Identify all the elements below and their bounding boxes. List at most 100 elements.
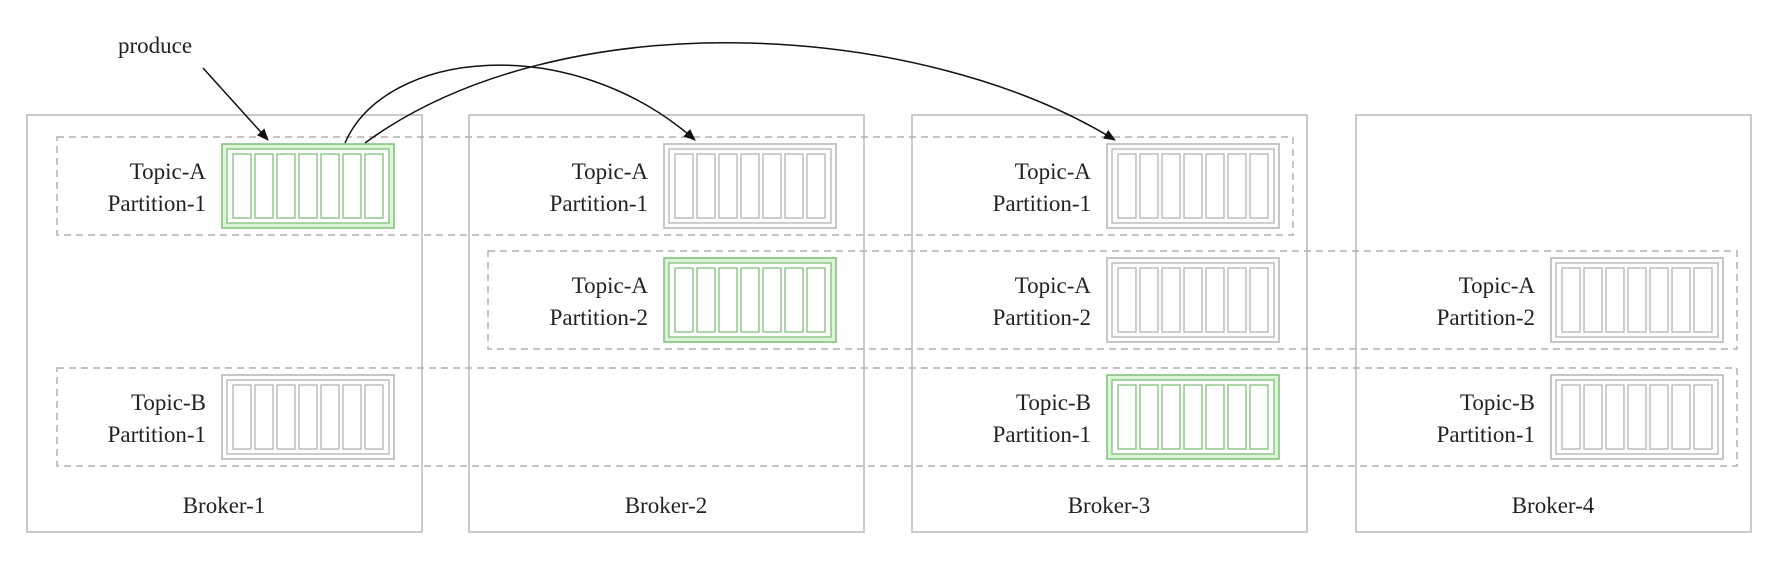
topic-label: Topic-A [130, 159, 207, 184]
log-segment [1117, 267, 1137, 333]
log-segment [320, 153, 340, 219]
log-segment [806, 153, 826, 219]
log-segment [696, 153, 716, 219]
log-segment [1649, 267, 1669, 333]
log-segment [1161, 384, 1181, 450]
partition-label: Partition-1 [993, 422, 1091, 447]
log-segment [1583, 384, 1603, 450]
log-segment [696, 267, 716, 333]
broker-3-box [911, 114, 1308, 533]
partition-label: Partition-2 [550, 305, 648, 330]
log-segment [1139, 153, 1159, 219]
topic-b-partition-1-group [56, 367, 1738, 467]
log-segment [1227, 384, 1247, 450]
broker-1-box [26, 114, 423, 533]
log-segment [1249, 384, 1269, 450]
log-segment [1227, 153, 1247, 219]
broker-label: Broker-1 [183, 493, 266, 518]
log-segment [1183, 153, 1203, 219]
topic-label: Topic-B [131, 390, 206, 415]
partition-label: Partition-1 [1437, 422, 1535, 447]
log-segment [1649, 384, 1669, 450]
log-segment [1249, 153, 1269, 219]
log-segment [364, 384, 384, 450]
topic-label: Topic-A [572, 273, 649, 298]
log-segment [1561, 384, 1581, 450]
partition-label: Partition-1 [993, 191, 1091, 216]
log-segment [1583, 267, 1603, 333]
log-segment [1561, 267, 1581, 333]
log-segment [1205, 384, 1225, 450]
topic-label: Topic-A [572, 159, 649, 184]
log-segment [1117, 384, 1137, 450]
broker-boxes [26, 114, 1752, 533]
log-segment [740, 153, 760, 219]
topic-label: Topic-A [1015, 159, 1092, 184]
broker-2-box [468, 114, 865, 533]
log-segment [342, 153, 362, 219]
partition-replica: Topic-A Partition-2 [1437, 257, 1724, 343]
log-segment [1605, 384, 1625, 450]
partition-groups [56, 136, 1738, 467]
produce-arrow [202, 67, 269, 141]
log-segment [1205, 267, 1225, 333]
partition-label: Partition-2 [993, 305, 1091, 330]
topic-label: Topic-B [1016, 390, 1091, 415]
log-segment [1117, 153, 1137, 219]
log-segment [1693, 384, 1713, 450]
log-segment [1205, 153, 1225, 219]
topic-label: Topic-A [1459, 273, 1536, 298]
log-segment [718, 267, 738, 333]
log-segment [254, 384, 274, 450]
replication-arrow-to-broker-3 [364, 42, 1116, 144]
log-segment [232, 384, 252, 450]
log-segment [1183, 384, 1203, 450]
log-segment [1249, 267, 1269, 333]
topic-label: Topic-B [1460, 390, 1535, 415]
log-segment [342, 384, 362, 450]
log-segment [1161, 153, 1181, 219]
partition-replica: Topic-A Partition-2 [550, 257, 837, 343]
log-segment [320, 384, 340, 450]
partition-replica: Topic-A Partition-1 [550, 143, 837, 229]
partition-replica: Topic-A Partition-2 [993, 257, 1280, 343]
log-segment [1671, 267, 1691, 333]
partition-replica: Topic-B Partition-1 [993, 374, 1280, 460]
broker-label: Broker-2 [625, 493, 708, 518]
broker-label: Broker-4 [1512, 493, 1595, 518]
log-segment [276, 384, 296, 450]
partition-replica: Topic-A Partition-1 [993, 143, 1280, 229]
log-segment [298, 153, 318, 219]
replication-arrow-to-broker-2 [344, 64, 696, 144]
log-segment [1227, 267, 1247, 333]
partition-replica: Topic-B Partition-1 [1437, 374, 1724, 460]
topic-a-partition-2-group [487, 250, 1738, 350]
log-segment [1605, 267, 1625, 333]
log-segment [1627, 267, 1647, 333]
topic-a-partition-1-group [56, 136, 1294, 236]
log-segment [232, 153, 252, 219]
log-segment [1627, 384, 1647, 450]
broker-label: Broker-3 [1068, 493, 1151, 518]
partition-replicas: Topic-APartition-1Topic-APartition-1Topi… [108, 143, 1724, 460]
log-segment [674, 267, 694, 333]
log-segment [674, 153, 694, 219]
log-segment [762, 267, 782, 333]
log-segment [784, 153, 804, 219]
broker-4-box [1355, 114, 1752, 533]
produce-label: produce [118, 33, 192, 58]
log-segment [254, 153, 274, 219]
log-segment [718, 153, 738, 219]
log-segment [298, 384, 318, 450]
topic-label: Topic-A [1015, 273, 1092, 298]
log-segment [1183, 267, 1203, 333]
log-segment [740, 267, 760, 333]
partition-label: Partition-2 [1437, 305, 1535, 330]
log-segment [762, 153, 782, 219]
partition-label: Partition-1 [108, 191, 206, 216]
log-segment [1161, 267, 1181, 333]
partition-label: Partition-1 [550, 191, 648, 216]
broker-labels: Broker-1 Broker-2 Broker-3 Broker-4 [183, 493, 1595, 518]
